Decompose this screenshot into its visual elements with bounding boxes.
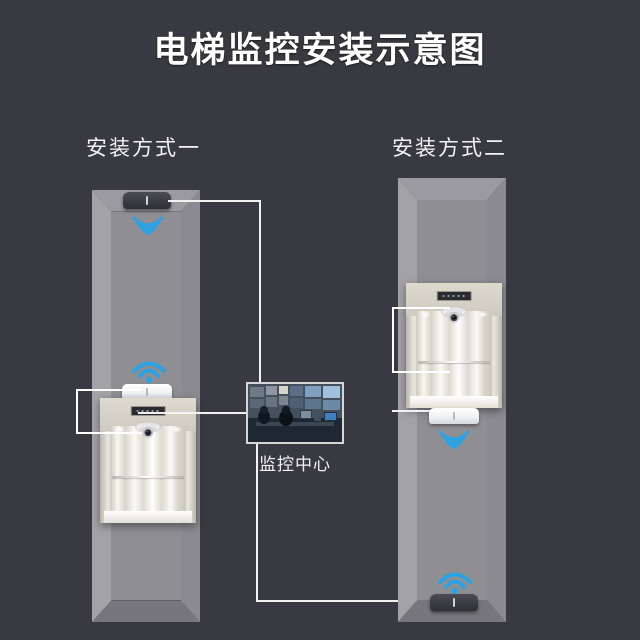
device-indicator-slot <box>453 598 455 607</box>
shaft-ceiling-surface <box>398 178 506 201</box>
connector-line-top-horizontal <box>168 200 261 202</box>
wifi-icon <box>438 572 472 595</box>
car-floor-indicator-panel <box>130 405 166 417</box>
method-two-bottom-wifi-waves <box>436 567 474 595</box>
signal-waves-icon <box>132 216 164 235</box>
car-ceiling-lamp <box>421 311 430 317</box>
connector-line-method-two-callout <box>392 410 448 412</box>
connector-line-top-vertical <box>259 200 261 382</box>
car-ceiling-lamp <box>172 426 181 432</box>
method-one-elevator-car <box>100 398 196 523</box>
method-one-top-signal-waves <box>130 214 166 240</box>
car-ceiling-lamp <box>478 311 487 317</box>
monitoring-center-label: 监控中心 <box>259 455 331 474</box>
car-floor <box>409 395 499 408</box>
page-title: 电梯监控安装示意图 <box>153 31 487 70</box>
method-two-elevator-car <box>406 283 502 408</box>
method-one-callout-bracket <box>76 389 142 434</box>
car-floor-indicator-panel <box>436 290 472 302</box>
connector-line-bottom-horizontal <box>256 600 438 602</box>
method-one-label: 安装方式一 <box>86 137 201 160</box>
connector-line-car-to-center <box>138 412 248 414</box>
shaft-floor-surface <box>92 600 200 622</box>
monitoring-center-photo <box>246 382 344 444</box>
method-two-callout-bracket <box>392 307 450 373</box>
method-two-label: 安装方式二 <box>392 137 507 160</box>
car-ceiling-lamp <box>115 426 124 432</box>
signal-waves-icon <box>438 430 470 449</box>
car-interior <box>415 310 493 398</box>
device-indicator-slot <box>146 387 148 397</box>
wifi-icon <box>132 361 166 384</box>
device-indicator-slot <box>453 411 455 421</box>
method-two-dome-camera[interactable] <box>438 303 471 331</box>
device-indicator-slot <box>146 196 148 205</box>
car-interior <box>109 425 187 513</box>
method-one-car-top-device[interactable] <box>122 384 172 400</box>
method-two-car-signal-waves <box>436 428 472 454</box>
method-one-dome-camera[interactable] <box>132 418 165 446</box>
control-room-photo <box>248 384 342 442</box>
car-floor <box>103 510 193 523</box>
dome-camera-icon <box>135 421 161 438</box>
connector-line-center-vertical <box>256 444 258 602</box>
method-two-car-bottom-device[interactable] <box>429 408 479 424</box>
dome-camera-icon <box>441 306 467 323</box>
method-one-car-wifi-waves <box>130 356 168 384</box>
car-handrail <box>111 475 185 478</box>
method-two-shaft-bottom-device[interactable] <box>430 594 478 611</box>
monitoring-center[interactable] <box>246 382 344 444</box>
car-handrail <box>417 360 491 363</box>
method-one-shaft-top-device[interactable] <box>123 192 171 209</box>
